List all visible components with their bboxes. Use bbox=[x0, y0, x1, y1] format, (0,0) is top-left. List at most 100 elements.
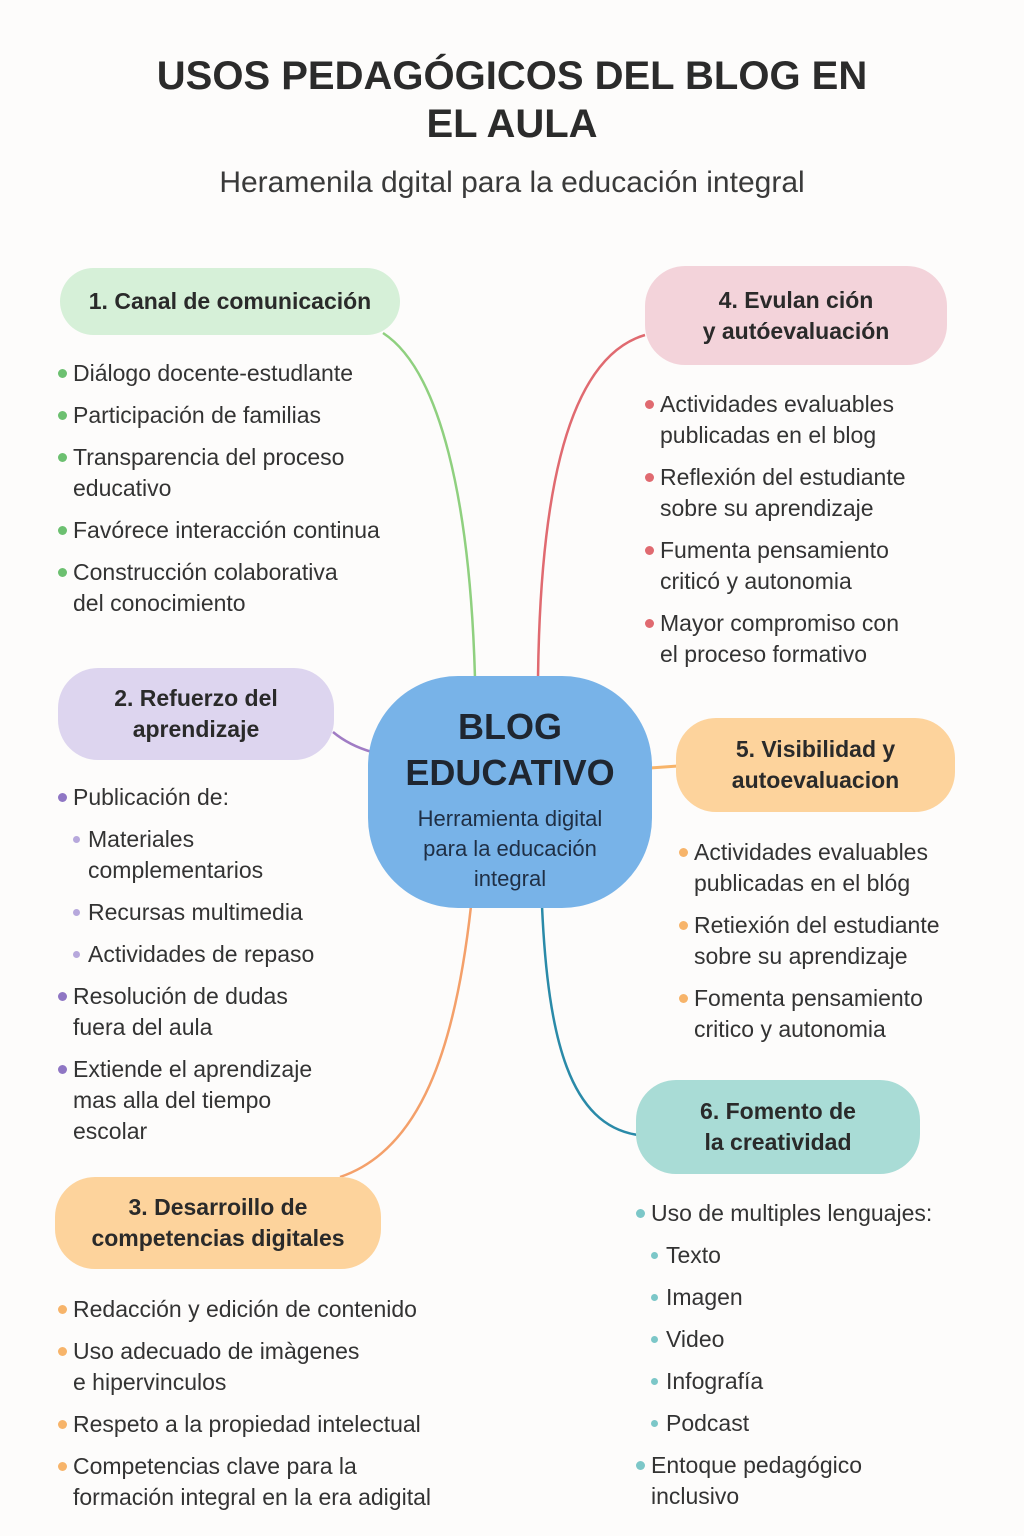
branch-list: Publicación de:Materiales complementario… bbox=[58, 782, 314, 1158]
bullet-icon bbox=[58, 453, 67, 462]
bullet-icon bbox=[679, 921, 688, 930]
list-item: Actividades evaluables publicadas en el … bbox=[679, 837, 940, 899]
central-subtitle: Herramienta digital para la educación in… bbox=[417, 806, 603, 891]
list-item: Diálogo docente-estudlante bbox=[58, 358, 380, 389]
list-item-text: Extiende el aprendizaje mas alla del tie… bbox=[73, 1056, 313, 1144]
list-item-text: Transparencia del proceso educativo bbox=[73, 444, 345, 501]
list-item-text: Uso de multiples lenguajes: bbox=[651, 1200, 933, 1226]
list-item-text: Resolución de dudas fuera del aula bbox=[73, 983, 288, 1040]
connector-6 bbox=[540, 905, 639, 1137]
connector-1 bbox=[382, 331, 477, 679]
list-item: Competencias clave para la formación int… bbox=[58, 1451, 431, 1513]
bullet-icon bbox=[58, 793, 67, 802]
connector-3 bbox=[339, 905, 473, 1179]
bullet-icon bbox=[58, 1065, 67, 1074]
bullet-icon bbox=[73, 909, 80, 916]
bullet-icon bbox=[645, 619, 654, 628]
sub-list-item: Infografía bbox=[651, 1366, 932, 1397]
connector-5 bbox=[649, 764, 679, 770]
sub-list-item: Texto bbox=[651, 1240, 932, 1271]
list-item: Redacción y edición de contenido bbox=[58, 1294, 431, 1325]
branch-5-node: 5. Visibilidad y autoevaluacion bbox=[676, 718, 955, 812]
bullet-icon bbox=[58, 1462, 67, 1471]
list-item-text: Recursas multimedia bbox=[88, 899, 303, 925]
bullet-icon bbox=[679, 994, 688, 1003]
bullet-icon bbox=[58, 992, 67, 1001]
branch-list: Actividades evaluables publicadas en el … bbox=[645, 389, 906, 681]
list-item-text: Uso adecuado de imàgenes e hipervinculos bbox=[73, 1338, 360, 1395]
bullet-icon bbox=[651, 1252, 658, 1259]
bullet-icon bbox=[73, 951, 80, 958]
list-item-text: Reflexión del estudiante sobre su aprend… bbox=[660, 464, 906, 521]
list-item: Transparencia del proceso educativo bbox=[58, 442, 380, 504]
list-item: Participación de familias bbox=[58, 400, 380, 431]
list-item: Extiende el aprendizaje mas alla del tie… bbox=[58, 1054, 314, 1147]
list-item: Fumenta pensamiento criticó y autonomia bbox=[645, 535, 906, 597]
list-item-text: Texto bbox=[666, 1242, 721, 1268]
bullet-icon bbox=[651, 1336, 658, 1343]
list-item-text: Imagen bbox=[666, 1284, 743, 1310]
bullet-icon bbox=[645, 473, 654, 482]
list-item-text: Infografía bbox=[666, 1368, 764, 1394]
list-item-text: Competencias clave para la formación int… bbox=[73, 1453, 431, 1510]
connector-4 bbox=[536, 333, 646, 679]
list-item: Entoque pedagógico inclusivo bbox=[636, 1450, 932, 1512]
connector-2 bbox=[332, 731, 373, 754]
list-item-text: Fomenta pensamiento critico y autonomia bbox=[694, 985, 923, 1042]
list-item: Fomenta pensamiento critico y autonomia bbox=[679, 983, 940, 1045]
branch-1-node: 1. Canal de comunicación bbox=[60, 268, 400, 335]
sub-list-item: Recursas multimedia bbox=[73, 897, 314, 928]
list-item-text: Redacción y edición de contenido bbox=[73, 1296, 417, 1322]
bullet-icon bbox=[73, 836, 80, 843]
list-item-text: Respeto a la propiedad intelectual bbox=[73, 1411, 421, 1437]
branch-4-node: 4. Evulan ción y autóevaluación bbox=[645, 266, 947, 365]
central-node: BLOG EDUCATIVO Herramienta digital para … bbox=[368, 676, 652, 908]
bullet-icon bbox=[645, 546, 654, 555]
page-subtitle: Heramenila dgital para la educación inte… bbox=[219, 166, 805, 199]
list-item: Uso adecuado de imàgenes e hipervinculos bbox=[58, 1336, 431, 1398]
list-item-text: Actividades evaluables publicadas en el … bbox=[660, 391, 894, 448]
sub-list-item: Video bbox=[651, 1324, 932, 1355]
list-item-text: Construcción colaborativa del conocimien… bbox=[73, 559, 338, 616]
list-item-text: Participación de familias bbox=[73, 402, 322, 428]
list-item: Actividades evaluables publicadas en el … bbox=[645, 389, 906, 451]
sub-list-item: Imagen bbox=[651, 1282, 932, 1313]
list-item-text: Actividades de repaso bbox=[88, 941, 315, 967]
list-item-text: Entoque pedagógico inclusivo bbox=[651, 1452, 863, 1509]
page-title: USOS PEDAGÓGICOS DEL BLOG EN EL AULA bbox=[156, 54, 868, 146]
list-item: Favórece interacción continua bbox=[58, 515, 380, 546]
bullet-icon bbox=[58, 1305, 67, 1314]
bullet-icon bbox=[679, 848, 688, 857]
central-title: BLOG EDUCATIVO bbox=[405, 706, 615, 793]
bullet-icon bbox=[651, 1294, 658, 1301]
list-item: Construcción colaborativa del conocimien… bbox=[58, 557, 380, 619]
branch-6-node: 6. Fomento de la creatividad bbox=[636, 1080, 920, 1174]
bullet-icon bbox=[58, 369, 67, 378]
list-item: Mayor compromiso con el proceso formativ… bbox=[645, 608, 906, 670]
bullet-icon bbox=[636, 1209, 645, 1218]
list-item: Uso de multiples lenguajes: bbox=[636, 1198, 932, 1229]
list-item-text: Diálogo docente-estudlante bbox=[73, 360, 354, 386]
branch-3-node: 3. Desarroillo de competencias digitales bbox=[55, 1177, 381, 1269]
list-item-text: Mayor compromiso con el proceso formativ… bbox=[660, 610, 900, 667]
list-item-text: Video bbox=[666, 1326, 725, 1352]
bullet-icon bbox=[58, 1420, 67, 1429]
list-item: Publicación de: bbox=[58, 782, 314, 813]
sub-list-item: Podcast bbox=[651, 1408, 932, 1439]
list-item-text: Fumenta pensamiento criticó y autonomia bbox=[660, 537, 889, 594]
list-item-text: Actividades evaluables publicadas en el … bbox=[694, 839, 928, 896]
sub-list-item: Actividades de repaso bbox=[73, 939, 314, 970]
bullet-icon bbox=[651, 1420, 658, 1427]
bullet-icon bbox=[58, 411, 67, 420]
branch-2-node: 2. Refuerzo del aprendizaje bbox=[58, 668, 334, 760]
bullet-icon bbox=[58, 526, 67, 535]
bullet-icon bbox=[636, 1461, 645, 1470]
list-item-text: Podcast bbox=[666, 1410, 750, 1436]
branch-list: Actividades evaluables publicadas en el … bbox=[679, 837, 940, 1056]
list-item: Respeto a la propiedad intelectual bbox=[58, 1409, 431, 1440]
list-item-text: Publicación de: bbox=[73, 784, 229, 810]
